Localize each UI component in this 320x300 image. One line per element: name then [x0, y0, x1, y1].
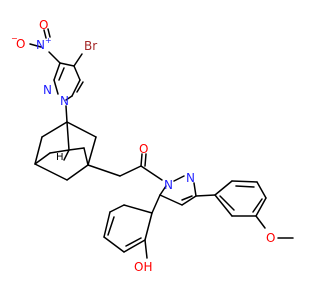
molecule-canvas: Br O − N + O N N H O N N OH O	[0, 0, 300, 300]
bromo-nitro-pyrazole-ring	[53, 53, 84, 101]
bromine-label: Br	[84, 39, 97, 53]
nitro-group	[29, 28, 61, 64]
atom-labels: Br O − N + O N N H O N N OH O	[11, 18, 275, 274]
methoxyphenyl-ring	[195, 180, 294, 239]
pyrazole-n1-label: N	[43, 83, 52, 97]
molecule-structure: Br O − N + O N N H O N N OH O	[0, 0, 300, 300]
nitro-nitrogen-plus-charge: +	[45, 36, 52, 45]
nitro-oxygen-minus-charge: −	[11, 34, 18, 43]
background	[0, 0, 300, 300]
acetyl-linker	[87, 153, 163, 181]
adamantane-cage	[34, 105, 97, 181]
hydroxyphenyl-ring	[103, 194, 161, 259]
pyrazole-n2-label: N	[60, 94, 69, 108]
pyrazoline-ring	[159, 175, 197, 206]
hydroxyl-label: OH	[134, 260, 152, 274]
bridgehead-hydrogen-label: H	[56, 152, 64, 163]
pyrazoline-n1-label: N	[164, 178, 173, 192]
nitro-oxygen-minus-label: O	[16, 37, 25, 51]
nitro-nitrogen-plus-label: N	[36, 38, 45, 52]
carbonyl-oxygen-label: O	[139, 142, 148, 156]
methoxy-oxygen-label: O	[266, 231, 275, 245]
nitro-oxygen-double-label: O	[39, 18, 48, 32]
pyrazoline-n2-label: N	[186, 171, 195, 185]
